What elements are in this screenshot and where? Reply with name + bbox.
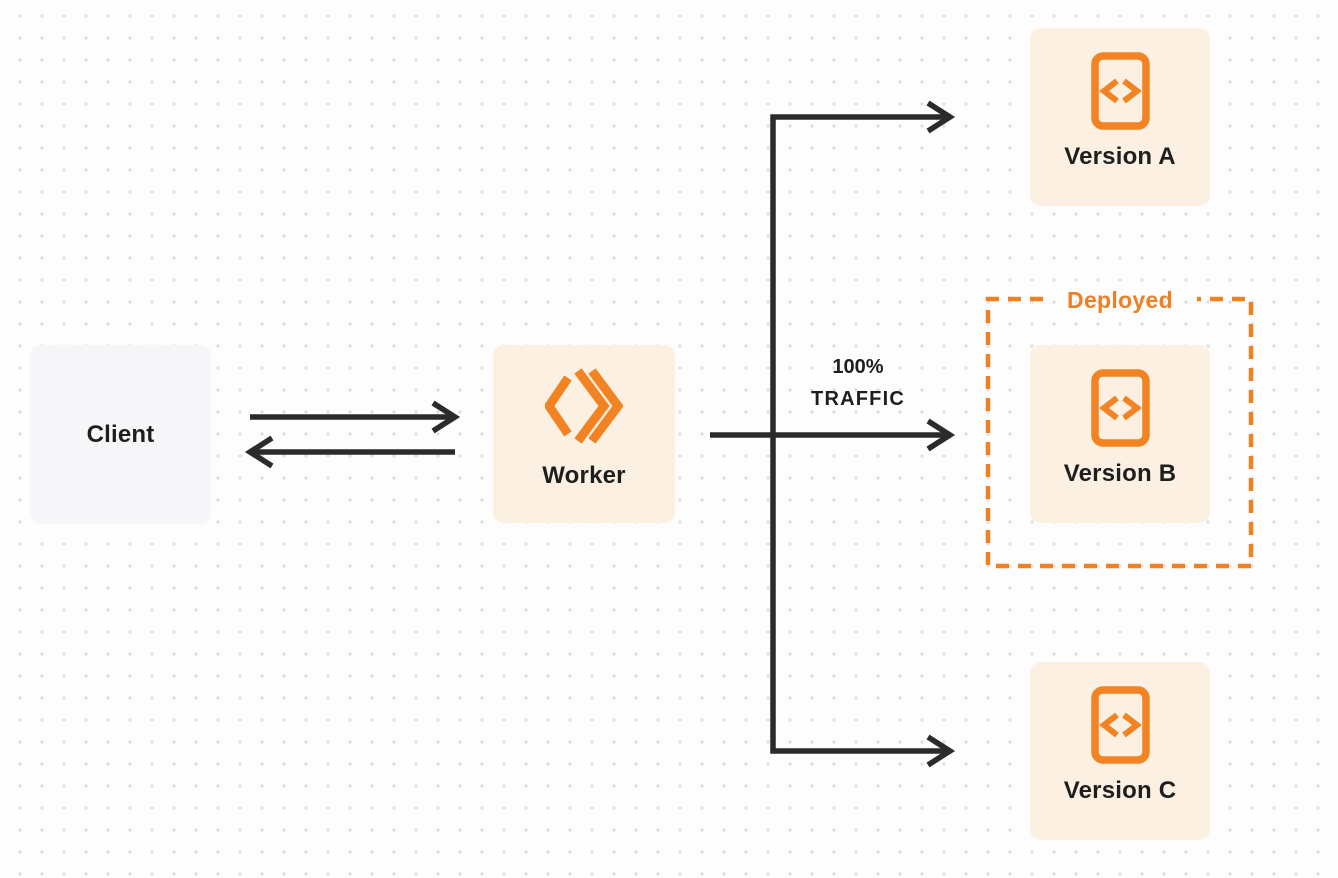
version-c-node: Version C [1030, 662, 1210, 840]
client-node: Client [30, 345, 211, 524]
arrowhead-to-version-a [926, 100, 956, 134]
arrowhead-to-version-b [926, 418, 956, 452]
client-label: Client [86, 420, 155, 448]
arrowhead-to-version-c [926, 734, 956, 768]
arrow-client-to-worker [250, 400, 461, 434]
traffic-percent-text: 100% [832, 356, 884, 378]
traffic-split-line [710, 114, 945, 754]
version-a-label: Version A [1064, 143, 1176, 170]
code-file-icon [1090, 686, 1150, 764]
version-b-node: Version B [1030, 345, 1210, 523]
version-b-label: Version B [1063, 460, 1177, 487]
traffic-percentage-label: 100% TRAFFIC [788, 351, 928, 415]
deployed-label: Deployed [1067, 287, 1173, 313]
worker-node: Worker [493, 345, 675, 523]
traffic-word-text: TRAFFIC [811, 388, 905, 410]
worker-label: Worker [542, 462, 626, 489]
code-file-icon [1090, 369, 1150, 447]
cloudflare-workers-logo-icon [543, 368, 624, 446]
version-c-label: Version C [1063, 777, 1177, 804]
deployed-dashed-border [985, 296, 1254, 569]
code-file-icon [1090, 52, 1150, 130]
version-a-node: Version A [1030, 28, 1210, 206]
arrow-worker-to-client [244, 435, 455, 469]
